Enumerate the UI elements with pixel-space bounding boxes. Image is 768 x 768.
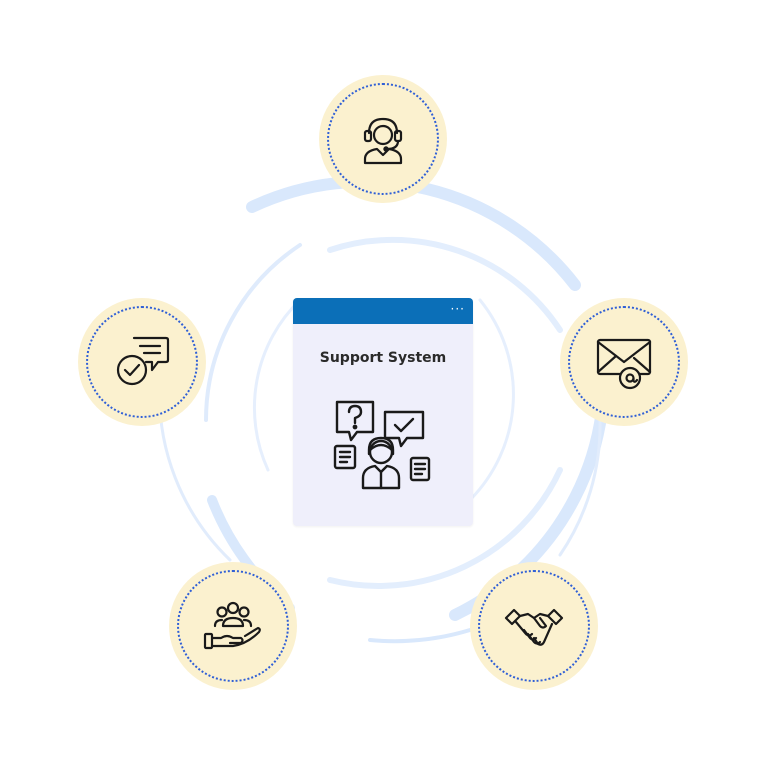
orbit-arc <box>558 418 602 557</box>
orbit-arc <box>368 628 472 644</box>
node-agent <box>319 75 447 203</box>
hand-group-icon <box>203 601 261 650</box>
support-agent-questions-icon <box>333 400 431 490</box>
node-care <box>169 562 297 690</box>
node-ring <box>327 83 439 195</box>
orbit-arc <box>246 175 581 291</box>
node-ring <box>86 306 198 418</box>
orbit-arc <box>327 236 563 333</box>
chat-check-icon <box>116 336 170 386</box>
orbit-arc <box>204 243 302 422</box>
node-ring <box>177 570 289 682</box>
headset-agent-icon <box>363 117 403 165</box>
handshake-icon <box>504 608 564 646</box>
node-ring <box>568 306 680 418</box>
node-email <box>560 298 688 426</box>
node-deal <box>470 562 598 690</box>
window-title: Support System <box>319 350 447 366</box>
support-system-window: ··· Support System <box>293 298 473 526</box>
email-at-icon <box>596 338 652 390</box>
orbit-arc <box>327 467 563 589</box>
orbit-arc <box>252 298 302 472</box>
window-header-bar: ··· <box>293 298 473 324</box>
orbit-arc <box>468 298 515 502</box>
window-menu-dots-icon[interactable]: ··· <box>450 302 465 316</box>
node-ring <box>478 570 590 682</box>
node-chat <box>78 298 206 426</box>
